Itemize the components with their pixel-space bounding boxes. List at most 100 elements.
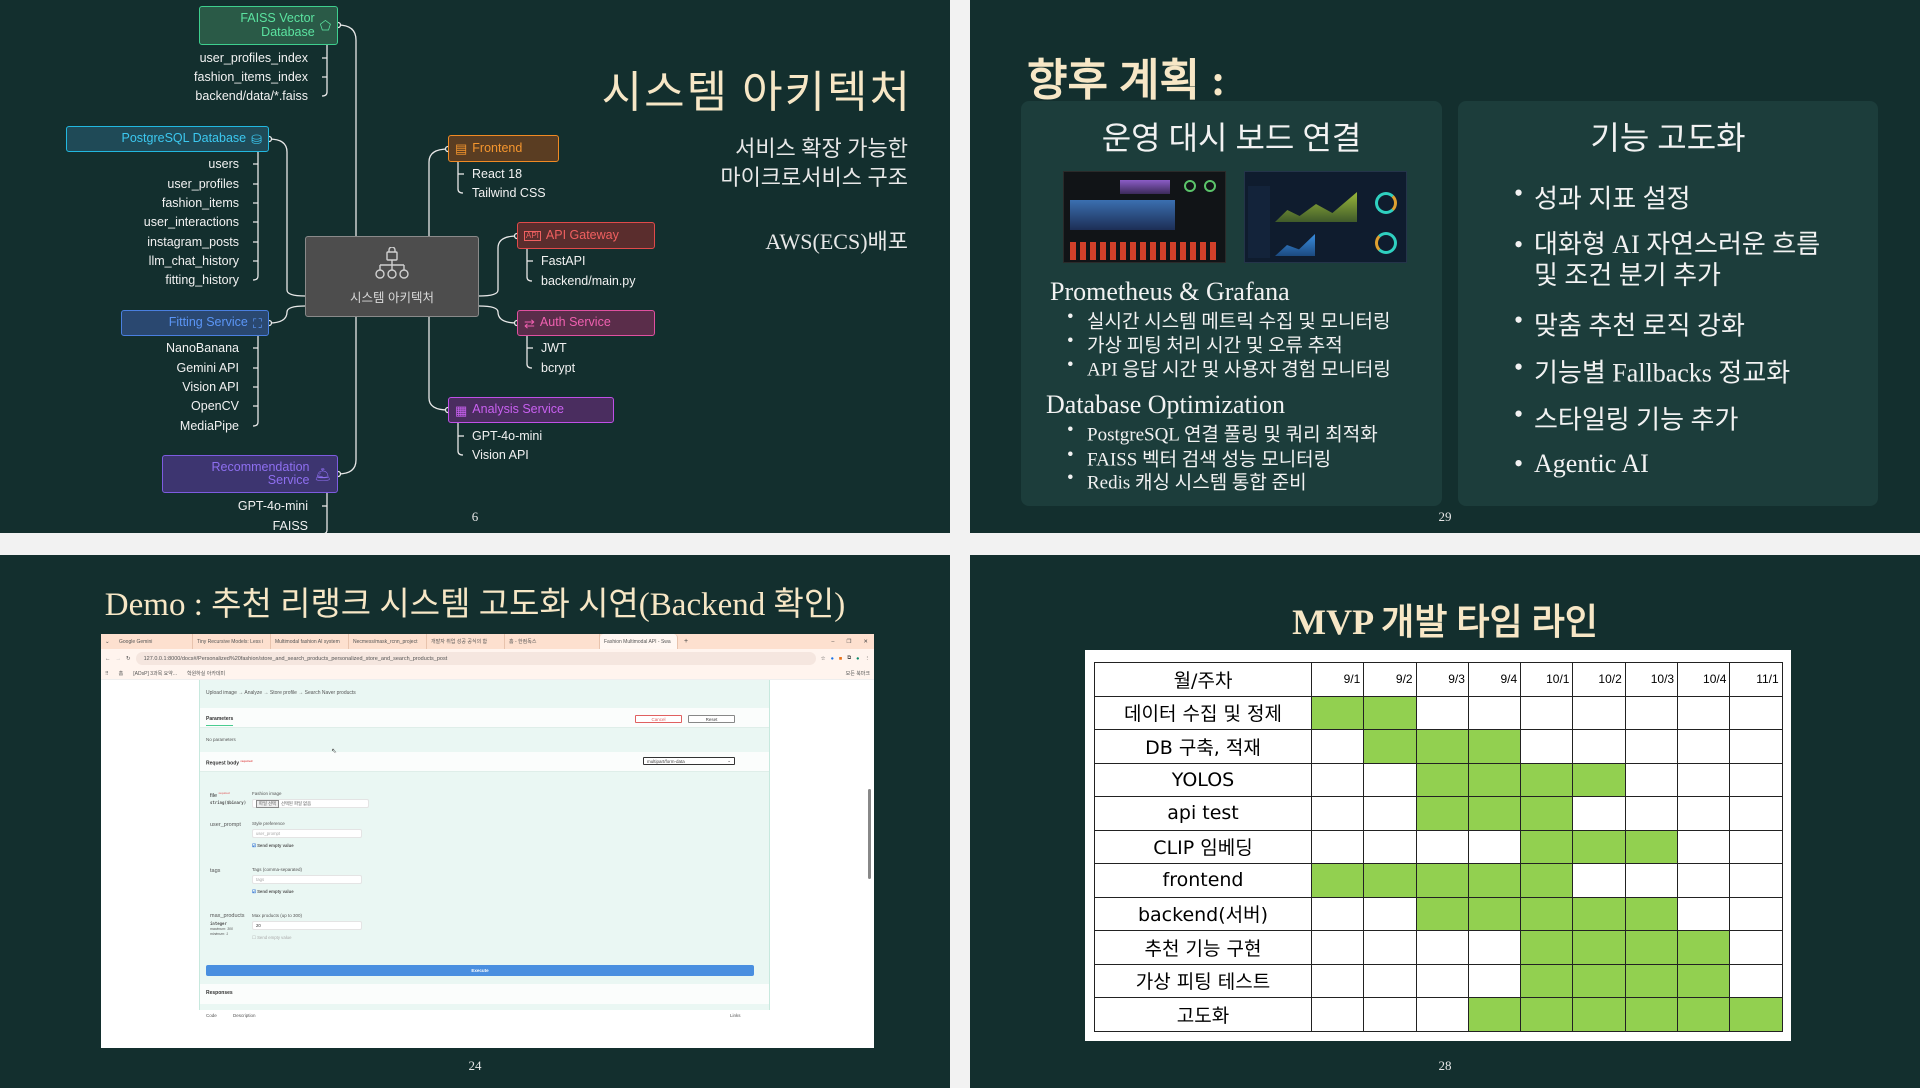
gantt-cell	[1363, 896, 1417, 931]
tags-input[interactable]: tags	[252, 875, 362, 884]
menu-icon[interactable]: ⋮	[864, 655, 871, 662]
choose-file-button[interactable]: 파일 선택	[256, 799, 280, 808]
gantt-cell	[1624, 796, 1679, 831]
cancel-button[interactable]: Cancel	[635, 715, 682, 723]
gantt-cell	[1415, 930, 1469, 965]
browser-screenshot: ⌄ Google Gemini Tiny Recursive Models: L…	[101, 634, 874, 1048]
max-products-input[interactable]: 20	[252, 921, 362, 930]
reload-icon[interactable]: ↻	[126, 655, 131, 662]
scrollbar[interactable]	[868, 789, 871, 879]
gantt-week-label: 11/1	[1729, 662, 1783, 697]
send-empty-checkbox[interactable]: ☐ Send empty value	[252, 935, 291, 941]
puzzle-icon[interactable]: ⧉	[847, 655, 852, 661]
parameters-tab[interactable]: Parameters	[206, 716, 234, 726]
bookmark-item[interactable]: 홈	[118, 671, 124, 677]
all-bookmarks[interactable]: 모든 북마크	[845, 671, 870, 677]
required-badge: required	[218, 791, 230, 795]
gantt-week-label: 9/1	[1310, 662, 1365, 697]
fitting-service-node[interactable]: Fitting Service ⛶	[121, 310, 269, 336]
extensions-icon[interactable]: ●	[830, 655, 834, 662]
browser-tab[interactable]: Tiny Recursive Models: Less i	[193, 634, 271, 649]
gantt-cell	[1363, 930, 1417, 965]
request-body-label: Request body required	[206, 759, 252, 767]
analysis-service-node[interactable]: ▦ Analysis Service	[448, 397, 614, 423]
extension-icon[interactable]: ■	[838, 655, 843, 662]
field-name: max_products	[210, 913, 245, 919]
bookmark-star-icon[interactable]: ☆	[820, 655, 826, 662]
gantt-row: 고도화	[1094, 997, 1783, 1032]
browser-tab-bar: ⌄ Google Gemini Tiny Recursive Models: L…	[101, 634, 874, 649]
bookmark-item[interactable]: [ADsP] 3과목 요약...	[133, 671, 177, 677]
gantt-cell	[1677, 796, 1731, 831]
gantt-cell-active	[1624, 930, 1679, 965]
send-empty-checkbox[interactable]: ☑ Send empty value	[252, 889, 294, 895]
gantt-cell	[1415, 829, 1469, 864]
browser-tab[interactable]: Multimodal fashion AI system	[271, 634, 349, 649]
gantt-cell	[1729, 695, 1783, 730]
tab-search-icon[interactable]: ⌄	[105, 638, 110, 645]
checkbox-label: Send empty value	[257, 843, 294, 848]
gantt-cell	[1467, 963, 1522, 998]
checkbox-checked-icon[interactable]: ☑	[252, 843, 256, 848]
bookmark-item[interactable]: 학원하실 아카데미	[186, 671, 226, 677]
auth-service-node[interactable]: ⇄ Auth Service	[517, 310, 655, 336]
user-prompt-input[interactable]: user_prompt	[252, 829, 362, 838]
postgres-node[interactable]: PostgreSQL Database ⛁	[66, 126, 269, 152]
send-empty-checkbox[interactable]: ☑ Send empty value	[252, 843, 294, 849]
bullet-item: PostgreSQL 연결 풀링 및 쿼리 최적화	[1067, 420, 1378, 447]
page-number: 29	[1438, 509, 1452, 524]
fitting-item: OpenCV	[191, 399, 239, 413]
input-placeholder: user_prompt	[256, 831, 281, 836]
gantt-cell-active	[1572, 930, 1626, 965]
new-tab-icon[interactable]: +	[684, 638, 689, 645]
gantt-cell-active	[1467, 762, 1522, 797]
api-gateway-node[interactable]: API API Gateway	[517, 222, 655, 249]
back-icon[interactable]: ←	[105, 655, 111, 662]
checkbox-unchecked-icon[interactable]: ☐	[252, 935, 256, 940]
gantt-cell-active	[1572, 997, 1626, 1032]
browser-tab-active[interactable]: Fashion Multimodal API - Swa	[600, 634, 678, 649]
browser-tab[interactable]: 개발자 취업 성공 공식의 함	[427, 634, 505, 649]
apps-icon[interactable]: ⠿	[105, 670, 109, 677]
grafana-dashboard-image	[1063, 171, 1226, 263]
required-badge: required	[240, 759, 253, 763]
tab-title: 개발자 취업 성공 공식의 함	[431, 639, 488, 645]
execute-button[interactable]: Execute	[206, 965, 754, 976]
reset-button[interactable]: Reset	[688, 715, 735, 723]
page-number: 24	[468, 1058, 482, 1073]
field-type: string($binary)	[210, 800, 247, 805]
gantt-cell-active	[1415, 796, 1469, 831]
gantt-cell-active	[1467, 729, 1522, 764]
minimize-icon[interactable]: –	[831, 638, 835, 645]
field-description: Tags (comma-separated)	[252, 867, 303, 872]
browser-tab[interactable]: Necmess/mask_rcnn_project	[349, 634, 427, 649]
browser-tab[interactable]: Google Gemini	[115, 634, 193, 649]
gantt-cell	[1677, 762, 1731, 797]
api-gateway-item: FastAPI	[541, 254, 586, 268]
auth-item: JWT	[541, 341, 567, 355]
frontend-node[interactable]: ▤ Frontend	[448, 135, 559, 162]
checkbox-checked-icon[interactable]: ☑	[252, 889, 256, 894]
close-window-icon[interactable]: ✕	[863, 638, 868, 645]
gantt-cell-active	[1363, 695, 1417, 730]
gantt-week-label: 9/2	[1363, 662, 1417, 697]
profile-avatar[interactable]: ●	[856, 655, 860, 662]
gantt-cell	[1677, 829, 1731, 864]
content-type-select[interactable]: multipart/form-data⌄	[643, 757, 735, 765]
gantt-cell-active	[1520, 930, 1574, 965]
forward-icon[interactable]: →	[115, 655, 122, 662]
page-number: 6	[471, 509, 479, 524]
center-node[interactable]: 시스템 아키텍처	[305, 236, 479, 317]
tab-title: Necmess/mask_rcnn_project	[353, 638, 418, 645]
browser-tab[interactable]: 홈 - 한컴독스	[505, 634, 600, 649]
url-field[interactable]: 127.0.0.1:8000/docs#/Personalized%20fash…	[135, 652, 816, 665]
field-name: tags	[210, 868, 221, 874]
postgres-item: user_profiles	[167, 177, 239, 191]
restore-icon[interactable]: ❐	[846, 638, 852, 645]
chart-grid-icon: ▦	[455, 402, 468, 418]
gantt-row: 추천 기능 구현	[1094, 930, 1783, 965]
gantt-task-label: CLIP 임베딩	[1094, 829, 1312, 864]
